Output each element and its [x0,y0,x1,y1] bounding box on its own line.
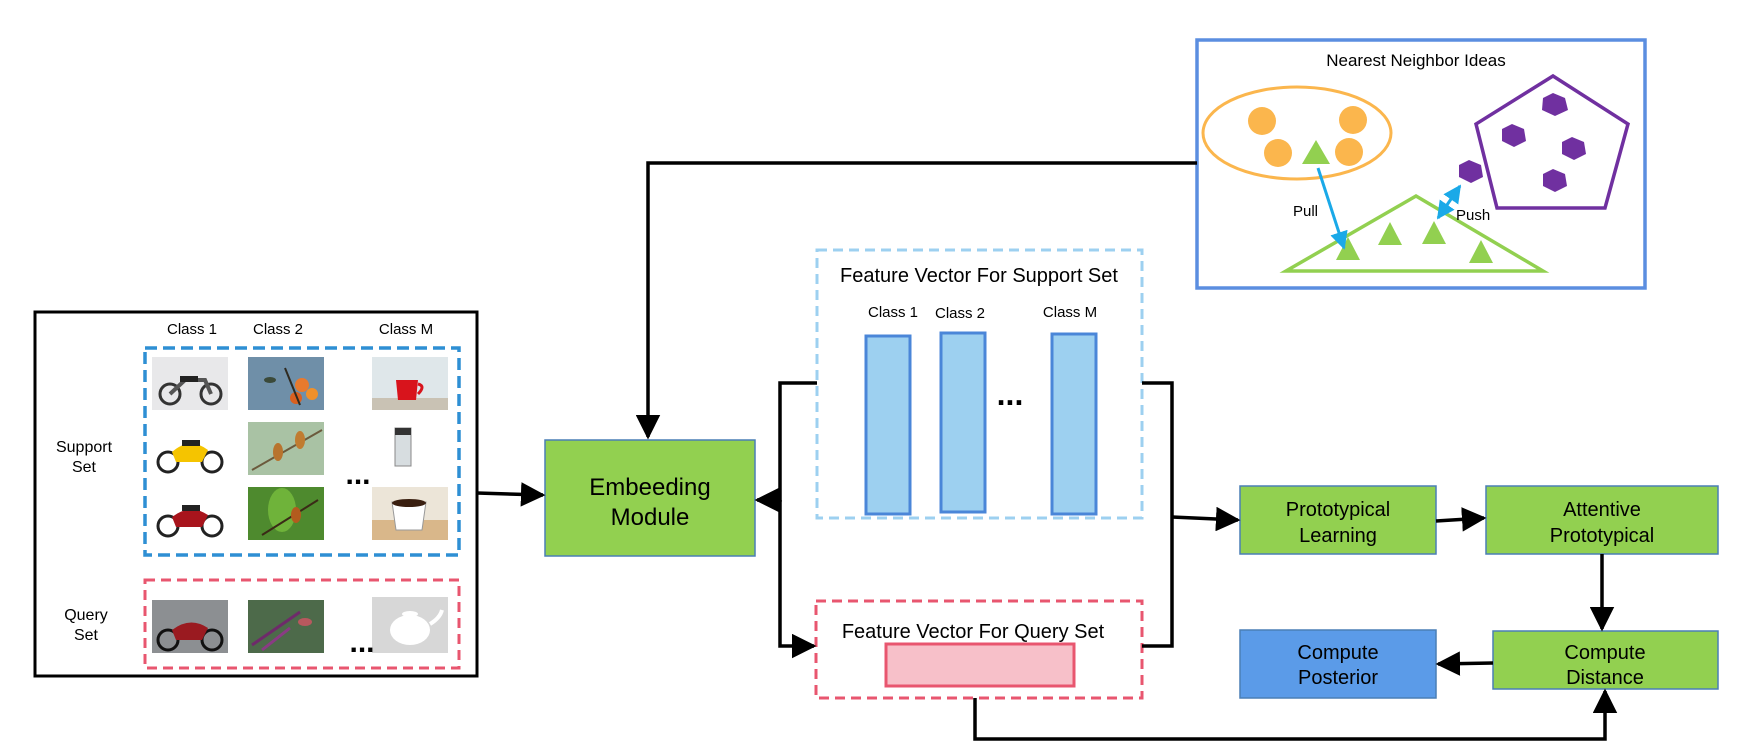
support-image-motorcycle-1 [152,357,228,410]
query-image-teapot [372,597,448,653]
query-to-distance-arrow [973,688,1618,741]
nearest-neighbor-title: Nearest Neighbor Ideas [1326,51,1506,70]
nearest-neighbor-panel [1195,38,1647,290]
feature-vector-ellipsis: ... [997,376,1024,412]
prototypical-learning-line2: Learning [1299,525,1377,547]
pull-label: Pull [1293,203,1318,220]
green-triangle-point [1469,240,1493,263]
query-feature-vector [884,642,1076,688]
support-image-jar [394,427,412,467]
purple-pentagon-point [1502,124,1526,147]
support-feature-box [815,248,1144,520]
orange-circle-point [1248,107,1276,135]
push-label: Push [1456,207,1490,224]
input-panel: Class 1 Class 2 Class M Support Set Quer… [33,310,479,678]
support-image-bird-2 [248,422,324,475]
green-triangle-point [1302,140,1330,164]
to-prototypical-learning-arrow [1171,506,1241,532]
attentive-prototypical-box [1485,485,1719,555]
input-to-embedding-arrow [476,482,546,507]
query-set-label-line2: Set [74,627,99,644]
support-image-coffee-cup [372,487,448,540]
green-triangle-point [1422,221,1446,244]
compute-posterior-box [1239,629,1437,699]
orange-circle-point [1339,106,1367,134]
feature-vector-class-1 [864,334,912,516]
embedding-to-query-feature-arrow [778,500,817,659]
query-set-box [143,578,461,670]
feature-class-label-1: Class 1 [868,304,918,321]
embedding-module-label-line1: Embeeding [589,474,710,501]
support-image-motorcycle-2 [152,422,228,475]
class-header-m: Class M [379,321,433,338]
green-triangle-point [1336,237,1360,260]
orange-circle-point [1335,138,1363,166]
support-image-motorcycle-3 [152,487,228,540]
purple-pentagon-point [1542,93,1568,116]
compute-posterior-line1: Compute [1297,642,1378,664]
feature-to-embedding-arrow [754,381,817,513]
compute-distance-line2: Distance [1566,667,1644,689]
support-image-cup-1 [372,357,448,410]
embedding-module-label-line2: Module [611,504,690,531]
class-header-2: Class 2 [253,321,303,338]
distance-to-posterior-arrow [1435,651,1494,676]
feature-class-label-2: Class 2 [935,305,985,322]
query-feature-box [814,599,1144,700]
purple-pentagon-point [1562,137,1586,160]
attentive-prototypical-line1: Attentive [1563,499,1641,521]
nearest-neighbor-to-embedding-arrow [635,161,1197,440]
support-set-label-line2: Set [72,459,97,476]
query-feature-title: Feature Vector For Query Set [842,621,1105,643]
compute-distance-line1: Compute [1564,642,1645,664]
push-arrow [1436,184,1462,220]
feature-vector-class-2 [939,331,987,514]
support-feature-title: Feature Vector For Support Set [840,265,1118,287]
purple-pentagon-point [1543,169,1567,192]
purple-cluster-pentagon [1473,73,1631,210]
support-image-bird-3 [248,487,324,540]
class-header-1: Class 1 [167,321,217,338]
query-image-bird [248,600,324,653]
learning-to-attentive-arrow [1435,507,1487,532]
support-set-label-line1: Support [56,439,113,456]
query-image-motorcycle [152,600,228,653]
green-cluster-triangle [1279,193,1550,273]
support-image-bird-1 [248,357,324,410]
support-set-box [143,346,461,557]
connectors [476,161,1618,741]
prototypical-learning-box [1239,485,1437,555]
orange-circle-point [1264,139,1292,167]
attentive-prototypical-line2: Prototypical [1550,525,1655,547]
query-ellipsis: ... [349,626,374,659]
green-triangle-point [1378,222,1402,245]
purple-pentagon-point [1459,160,1483,183]
query-set-label-line1: Query [64,607,108,624]
orange-cluster-ellipse [1201,85,1393,181]
embedding-module-box [544,439,756,557]
feature-merge-bracket [1142,381,1174,648]
compute-posterior-line2: Posterior [1298,667,1378,689]
pull-arrow [1316,167,1348,250]
prototypical-learning-line1: Prototypical [1286,499,1391,521]
feature-vector-class-m [1050,332,1098,516]
support-ellipsis: ... [345,458,370,491]
feature-class-label-m: Class M [1043,304,1097,321]
